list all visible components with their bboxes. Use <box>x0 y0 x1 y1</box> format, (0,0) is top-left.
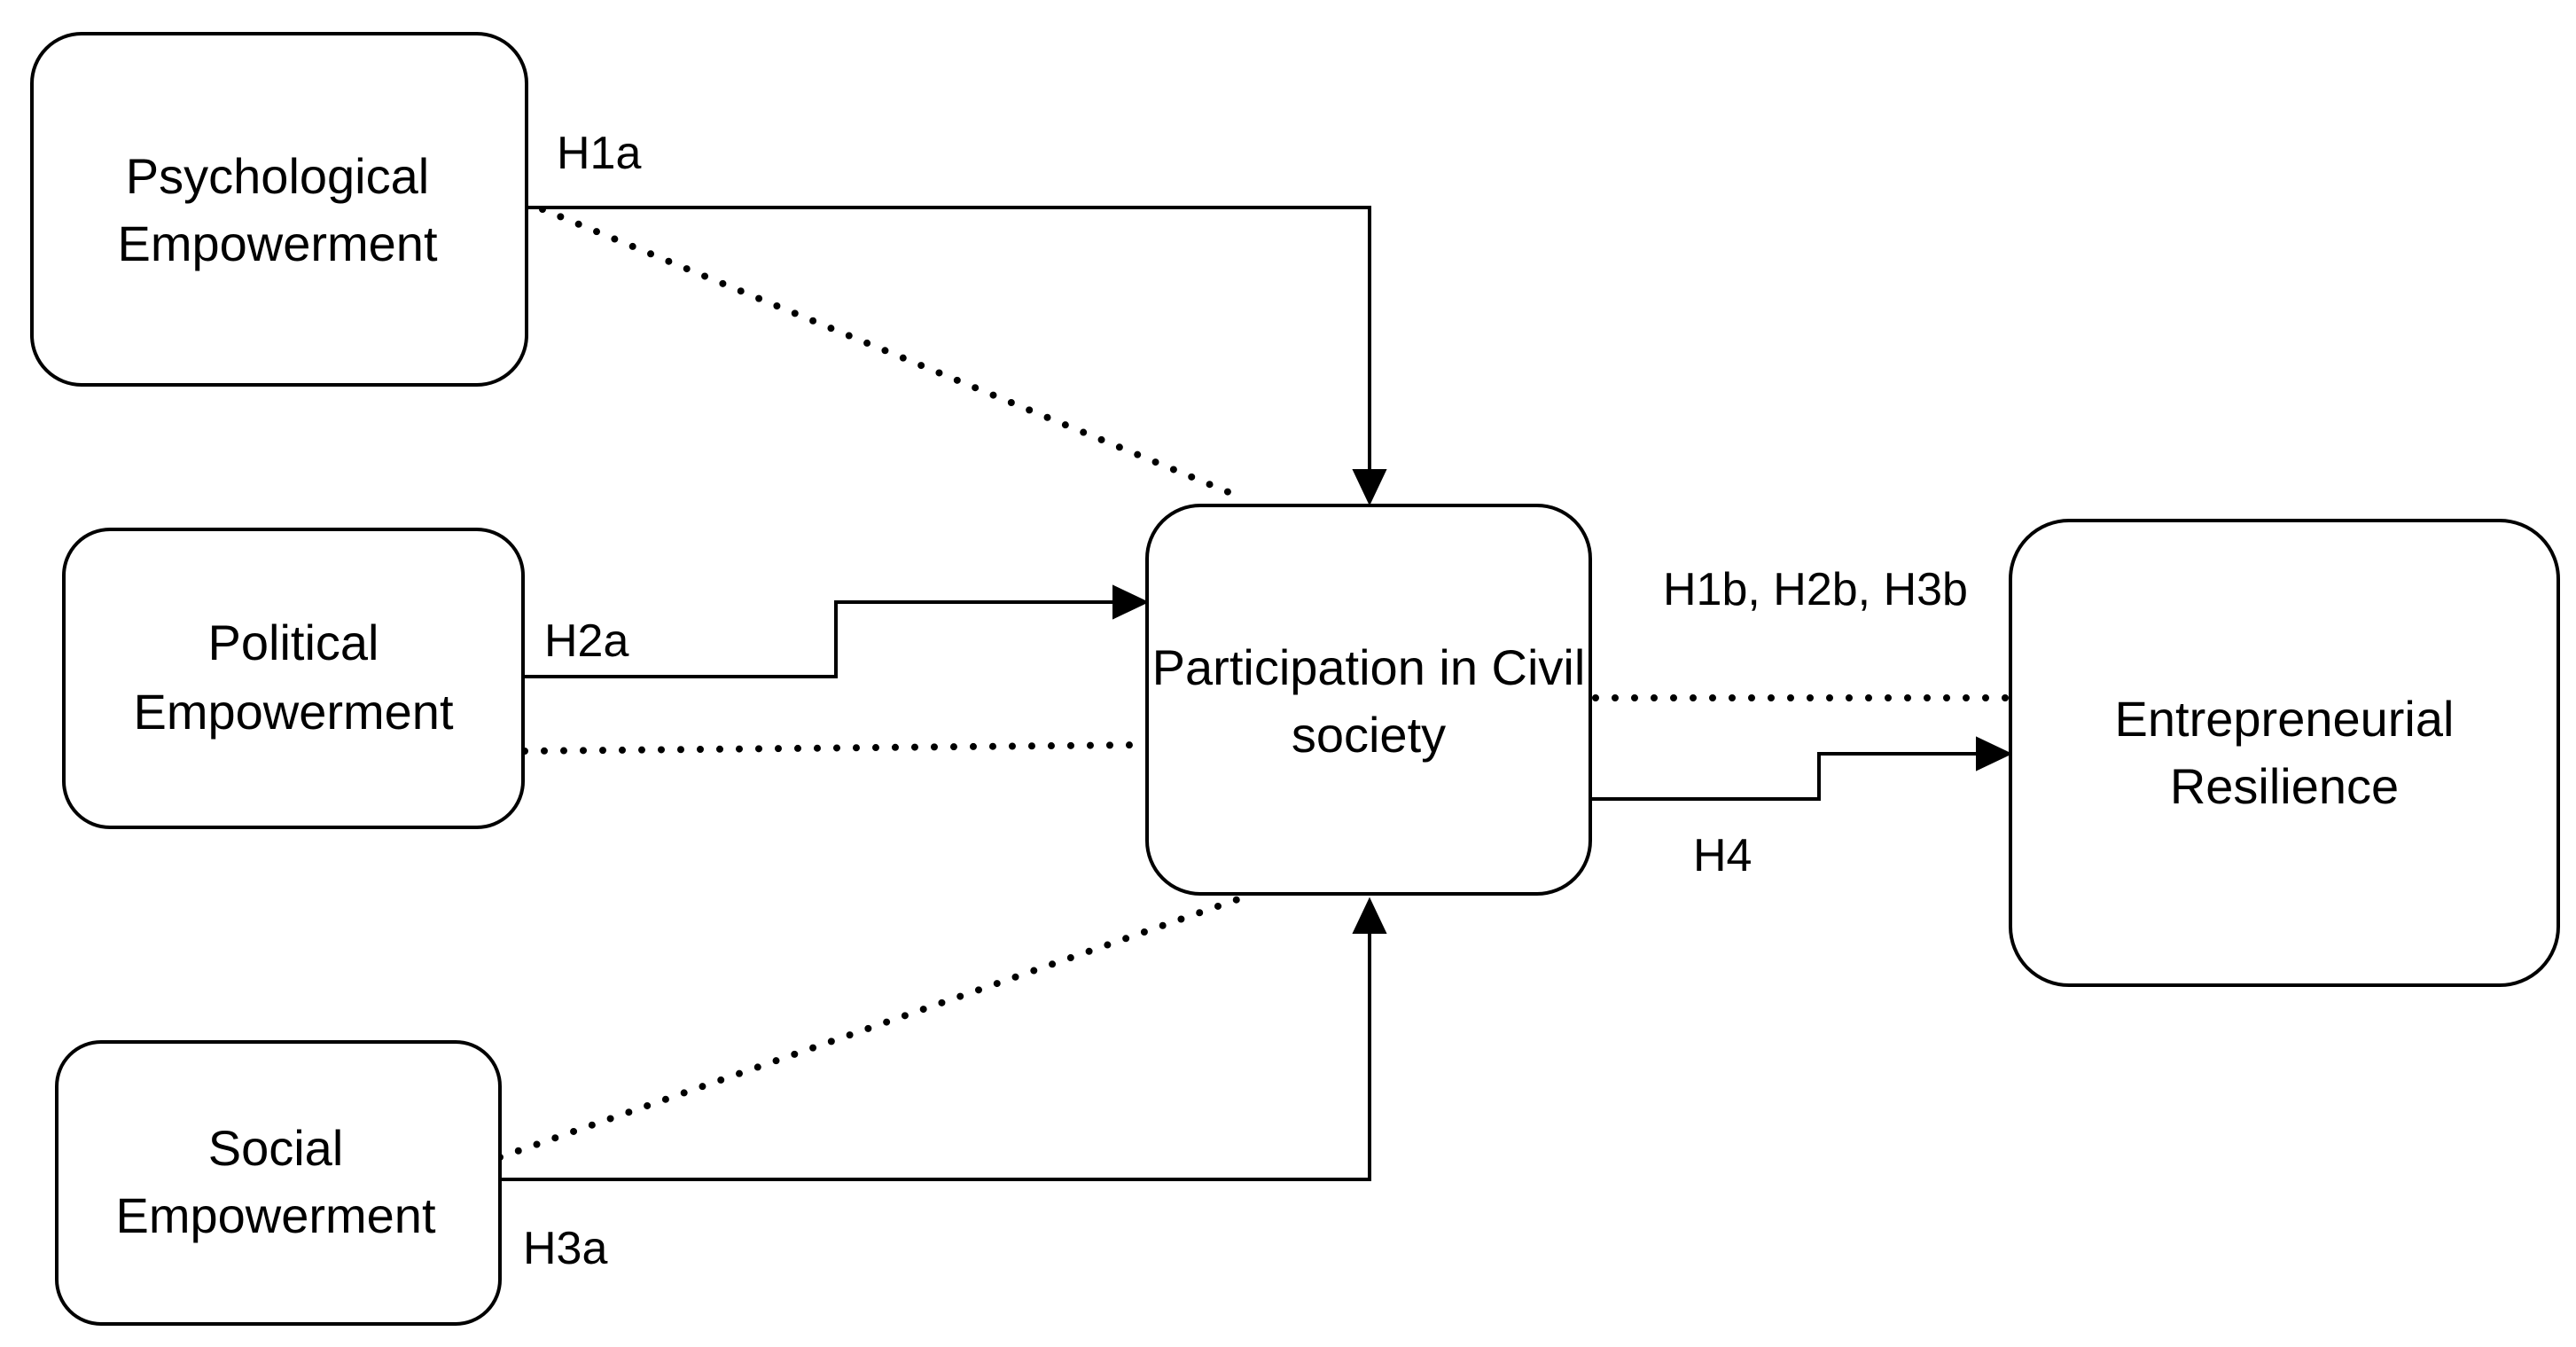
node-participation-label-line2: society <box>1292 707 1446 763</box>
dotted-edge-social-to-participation <box>496 890 1257 1161</box>
edge-label-h2a: H2a <box>544 615 628 667</box>
arrowhead-h2a <box>1112 584 1150 620</box>
edge-label-h3a: H3a <box>523 1223 607 1274</box>
edge-label-h1b-h2b-h3b: H1b, H2b, H3b <box>1663 564 1968 615</box>
arrowhead-h4 <box>1976 736 2013 771</box>
node-resilience-label-line1: Entrepreneurial <box>2115 691 2455 747</box>
node-participation-in-civil-society: Participation in Civil society <box>1145 504 1592 896</box>
edge-label-h4: H4 <box>1693 830 1752 881</box>
edge-label-h1a: H1a <box>557 128 641 179</box>
edge-h4-participation-to-resilience <box>1590 752 1984 801</box>
node-political-label-line1: Political <box>208 615 379 670</box>
node-political-empowerment: Political Empowerment <box>62 528 525 829</box>
node-resilience-label-line2: Resilience <box>2170 758 2399 814</box>
node-social-label-line1: Social <box>208 1120 344 1176</box>
node-psychological-label-line2: Empowerment <box>117 215 437 271</box>
node-social-empowerment: Social Empowerment <box>55 1040 502 1326</box>
node-political-label-line2: Empowerment <box>133 684 453 740</box>
node-participation-label-line1: Participation in Civil <box>1152 639 1586 695</box>
edge-h1a-psychological-to-participation <box>527 206 1371 479</box>
node-psychological-empowerment: Psychological Empowerment <box>30 32 528 387</box>
edge-h3a-social-to-participation <box>500 924 1371 1181</box>
arrowhead-h3a <box>1352 897 1387 934</box>
arrowhead-h1a <box>1352 469 1387 506</box>
dotted-edge-political-to-participation <box>521 741 1147 755</box>
node-entrepreneurial-resilience: Entrepreneurial Resilience <box>2009 519 2560 987</box>
edge-h2a-political-to-participation <box>523 600 1120 678</box>
dotted-edge-psychological-to-participation <box>539 206 1243 500</box>
node-social-label-line2: Empowerment <box>115 1187 435 1243</box>
node-psychological-label-line1: Psychological <box>126 148 429 204</box>
